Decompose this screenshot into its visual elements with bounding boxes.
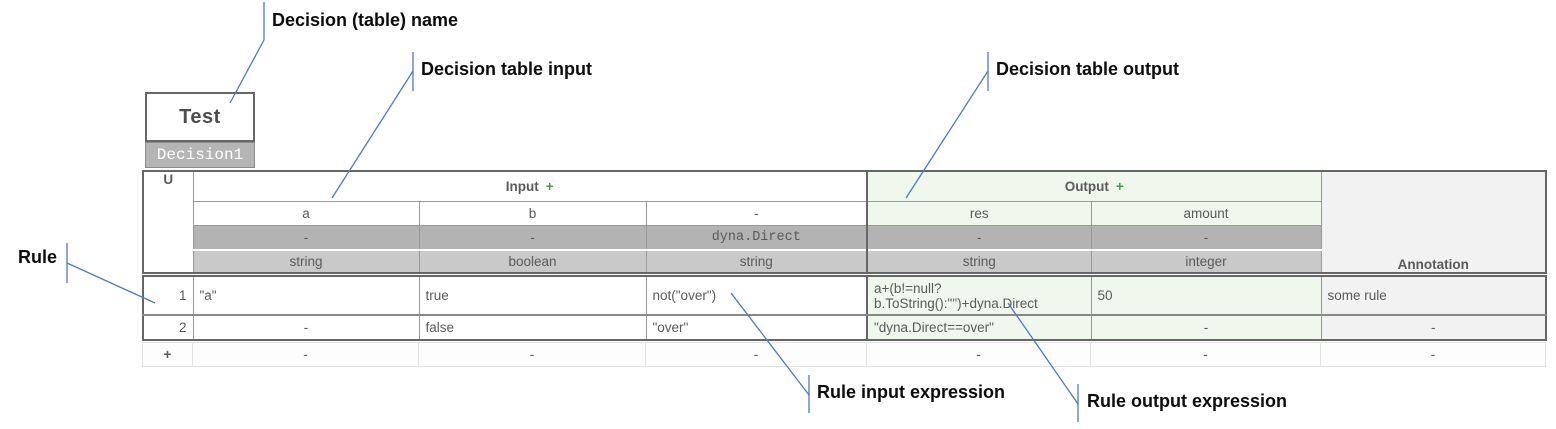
input-column-name[interactable]: a: [192, 200, 420, 226]
output-column-name[interactable]: res: [866, 200, 1092, 226]
add-rule-icon[interactable]: +: [142, 342, 193, 367]
decision-table-rules: 1 "a" true not("over") a+(b!=null? b.ToS…: [142, 275, 1547, 341]
input-column-type[interactable]: boolean: [418, 249, 647, 274]
add-input-column-icon[interactable]: +: [545, 178, 554, 194]
hit-policy-cell[interactable]: U: [142, 170, 194, 274]
rule-input-cell[interactable]: "a": [192, 275, 420, 316]
rule-input-cell[interactable]: "over": [645, 314, 868, 341]
rule-annotation-cell[interactable]: some rule: [1320, 275, 1547, 316]
output-column-type[interactable]: string: [866, 249, 1092, 274]
decision-tab[interactable]: Decision1: [145, 142, 255, 168]
add-row-placeholder[interactable]: -: [418, 342, 646, 367]
table-row: 2 - false "over" "dyna.Direct==over" - -: [142, 314, 1547, 341]
output-column-name[interactable]: amount: [1090, 200, 1322, 226]
add-row-placeholder[interactable]: -: [1320, 342, 1546, 367]
rule-output-cell[interactable]: -: [1090, 314, 1322, 341]
callout-rule-output-expression: Rule output expression: [1087, 391, 1288, 411]
input-block-header: Input +: [192, 170, 868, 202]
input-column-type[interactable]: string: [645, 249, 868, 274]
rule-input-cell[interactable]: true: [418, 275, 647, 316]
output-label: Output: [1064, 178, 1109, 194]
add-row-placeholder[interactable]: -: [866, 342, 1091, 367]
rule-input-cell[interactable]: -: [192, 314, 420, 341]
output-column-expression[interactable]: -: [866, 224, 1092, 251]
callout-decision-name: Decision (table) name: [272, 10, 459, 30]
input-label: Input: [505, 178, 539, 194]
input-column-type[interactable]: string: [192, 249, 420, 274]
callout-rule-input-expression: Rule input expression: [817, 382, 1006, 402]
rule-number[interactable]: 1: [142, 275, 194, 316]
output-column-type[interactable]: integer: [1090, 249, 1322, 274]
callout-table-output: Decision table output: [996, 59, 1180, 79]
input-column-name[interactable]: b: [418, 200, 647, 226]
add-row-placeholder[interactable]: -: [192, 342, 419, 367]
rule-input-cell[interactable]: false: [418, 314, 647, 341]
callout-table-input: Decision table input: [421, 59, 593, 79]
rule-input-cell[interactable]: not("over"): [645, 275, 868, 316]
callout-rule: Rule: [18, 247, 58, 267]
add-rule-row: + - - - - - -: [142, 342, 1546, 367]
output-block-header: Output +: [866, 170, 1322, 202]
rule-number[interactable]: 2: [142, 314, 194, 341]
add-row-placeholder[interactable]: -: [645, 342, 867, 367]
rule-annotation-cell[interactable]: -: [1320, 314, 1547, 341]
input-column-expression[interactable]: dyna.Direct: [645, 224, 868, 251]
add-row-placeholder[interactable]: -: [1090, 342, 1321, 367]
input-column-expression[interactable]: -: [192, 224, 420, 251]
rule-output-cell[interactable]: 50: [1090, 275, 1322, 316]
add-output-column-icon[interactable]: +: [1115, 178, 1124, 194]
decision-table-header: U Input + Output + Annotation a b - res am…: [142, 170, 1547, 274]
input-column-name[interactable]: -: [645, 200, 868, 226]
rule-output-cell[interactable]: "dyna.Direct==over": [866, 314, 1092, 341]
decision-name-box[interactable]: Test: [145, 92, 255, 142]
rule-output-cell[interactable]: a+(b!=null? b.ToString():"")+dyna.Direct: [866, 275, 1092, 316]
output-column-expression[interactable]: -: [1090, 224, 1322, 251]
annotation-column-header: Annotation: [1320, 170, 1547, 274]
input-column-expression[interactable]: -: [418, 224, 647, 251]
table-row: 1 "a" true not("over") a+(b!=null? b.ToS…: [142, 275, 1547, 316]
